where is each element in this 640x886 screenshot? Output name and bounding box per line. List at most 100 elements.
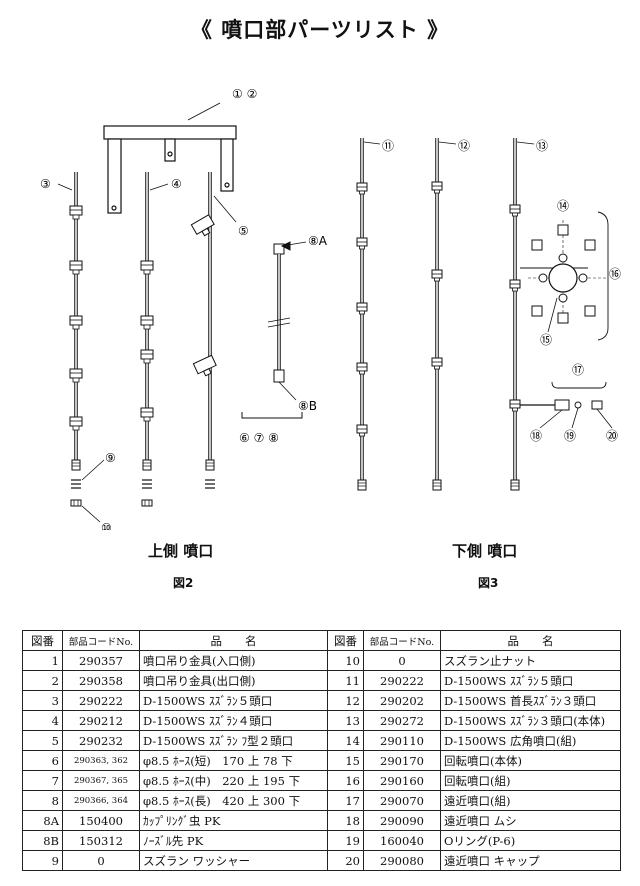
callout-11: ⑪ xyxy=(382,139,394,153)
cell-code: 290070 xyxy=(363,790,441,811)
cell-code: 290358 xyxy=(62,670,140,691)
fig-2-label: 図2 xyxy=(173,576,194,590)
cell-code: 290367, 365 xyxy=(62,770,140,791)
pipe-5-head-upper xyxy=(57,172,83,471)
callout-15: ⑮ xyxy=(540,333,552,347)
cell-code: 290232 xyxy=(62,730,140,751)
cell-no: 10 xyxy=(327,650,364,671)
rotary-nozzle xyxy=(520,211,609,341)
cell-code: 150400 xyxy=(62,810,140,831)
callout-14: ⑭ xyxy=(557,199,569,213)
cell-code: 290170 xyxy=(363,750,441,771)
callout-12: ⑫ xyxy=(458,139,470,153)
pipe-f-type-2-head xyxy=(190,172,237,471)
cell-code: 290202 xyxy=(363,690,441,711)
cell-code: 290272 xyxy=(363,710,441,731)
pipe-5-head-lower xyxy=(356,138,381,491)
pipe-4-head-upper xyxy=(140,172,169,471)
callout-1-2: ① ② xyxy=(232,87,257,101)
cell-no: 14 xyxy=(327,730,364,751)
cell-code: 290090 xyxy=(363,810,441,831)
cell-name: D-1500WS ｽｽﾞﾗﾝ５頭口 xyxy=(139,690,328,711)
cell-no: 2 xyxy=(22,670,63,691)
cell-no: 11 xyxy=(327,670,364,691)
cell-code: 150312 xyxy=(62,830,140,851)
cell-code: 290363, 362 xyxy=(62,750,140,771)
table-header-row: 図番 部品コードNo. 品 名 図番 部品コードNo. 品 名 xyxy=(22,630,621,651)
header-code-right: 部品コードNo. xyxy=(363,630,441,651)
cell-code: 0 xyxy=(363,650,441,671)
callout-9: ⑨ xyxy=(105,451,116,465)
cell-name: D-1500WS 首長ｽｽﾞﾗﾝ３頭口 xyxy=(440,690,621,711)
cell-name: 噴口吊り金具(出口側) xyxy=(139,670,328,691)
cell-no: 5 xyxy=(22,730,63,751)
cell-name: 遠近噴口(組) xyxy=(440,790,621,811)
callout-8b: ⑧B xyxy=(298,399,317,413)
cell-no: 20 xyxy=(327,850,364,871)
cell-name: 遠近噴口 キャップ xyxy=(440,850,621,871)
callout-13: ⑬ xyxy=(536,139,548,153)
parts-drawing: ① ② ③ ④ ⑤ ⑧A ⑥ ⑦ ⑧ ⑧B ⑨ ⑩ ⑪ ⑫ ⑬ ⑭ ⑮ ⑯ ⑰ … xyxy=(40,87,621,530)
pipe-3-head-body xyxy=(509,138,535,491)
cell-name: φ8.5 ﾎｰｽ(中) 220 上 195 下 xyxy=(139,770,328,791)
callout-18: ⑱ xyxy=(530,429,542,443)
cell-name: D-1500WS ｽｽﾞﾗﾝ ﾌ型２頭口 xyxy=(139,730,328,751)
cell-name: 遠近噴口 ムシ xyxy=(440,810,621,831)
cell-code: 290366, 364 xyxy=(62,790,140,811)
cell-name: D-1500WS 広角噴口(組) xyxy=(440,730,621,751)
cell-no: 12 xyxy=(327,690,364,711)
cell-code: 160040 xyxy=(363,830,441,851)
cell-no: 1 xyxy=(22,650,63,671)
callout-4: ④ xyxy=(171,177,182,191)
cell-no: 7 xyxy=(22,770,63,791)
cell-no: 17 xyxy=(327,790,364,811)
cell-code: 290110 xyxy=(363,730,441,751)
cell-code: 290212 xyxy=(62,710,140,731)
cell-name: φ8.5 ﾎｰｽ(長) 420 上 300 下 xyxy=(139,790,328,811)
header-name-left: 品 名 xyxy=(139,630,328,651)
cell-code: 290222 xyxy=(62,690,140,711)
callout-19: ⑲ xyxy=(564,429,576,443)
cell-no: 9 xyxy=(22,850,63,871)
cell-no: 19 xyxy=(327,830,364,851)
cell-name: φ8.5 ﾎｰｽ(短) 170 上 78 下 xyxy=(139,750,328,771)
page-title: 《 噴口部パーツリスト 》 xyxy=(190,18,450,42)
cell-name: D-1500WS ｽｽﾞﾗﾝ３頭口(本体) xyxy=(440,710,621,731)
section-upper-label: 上側 噴口 xyxy=(148,542,214,560)
cell-no: 6 xyxy=(22,750,63,771)
cell-code: 0 xyxy=(62,850,140,871)
cell-no: 4 xyxy=(22,710,63,731)
cell-no: 8B xyxy=(22,830,63,851)
cell-name: スズラン止ナット xyxy=(440,650,621,671)
cell-no: 18 xyxy=(327,810,364,831)
callout-3: ③ xyxy=(40,177,51,191)
cell-no: 13 xyxy=(327,710,364,731)
cell-no: 15 xyxy=(327,750,364,771)
cell-code: 290357 xyxy=(62,650,140,671)
cell-name: D-1500WS ｽｽﾞﾗﾝ５頭口 xyxy=(440,670,621,691)
callout-10: ⑩ xyxy=(101,521,112,530)
cell-name: 回転噴口(本体) xyxy=(440,750,621,771)
cell-no: 8A xyxy=(22,810,63,831)
cell-no: 16 xyxy=(327,770,364,791)
cell-name: スズラン ワッシャー xyxy=(139,850,328,871)
header-code-left: 部品コードNo. xyxy=(62,630,140,651)
cell-no: 8 xyxy=(22,790,63,811)
far-near-nozzle xyxy=(520,381,613,429)
cell-name: Oリング(P-6) xyxy=(440,830,621,851)
cell-name: D-1500WS ｽｽﾞﾗﾝ４頭口 xyxy=(139,710,328,731)
callout-5: ⑤ xyxy=(238,224,249,238)
fig-3-label: 図3 xyxy=(478,576,499,590)
section-lower-label: 下側 噴口 xyxy=(452,542,518,560)
cell-name: ｶｯﾌﾟﾘﾝｸﾞ虫 PK xyxy=(139,810,328,831)
